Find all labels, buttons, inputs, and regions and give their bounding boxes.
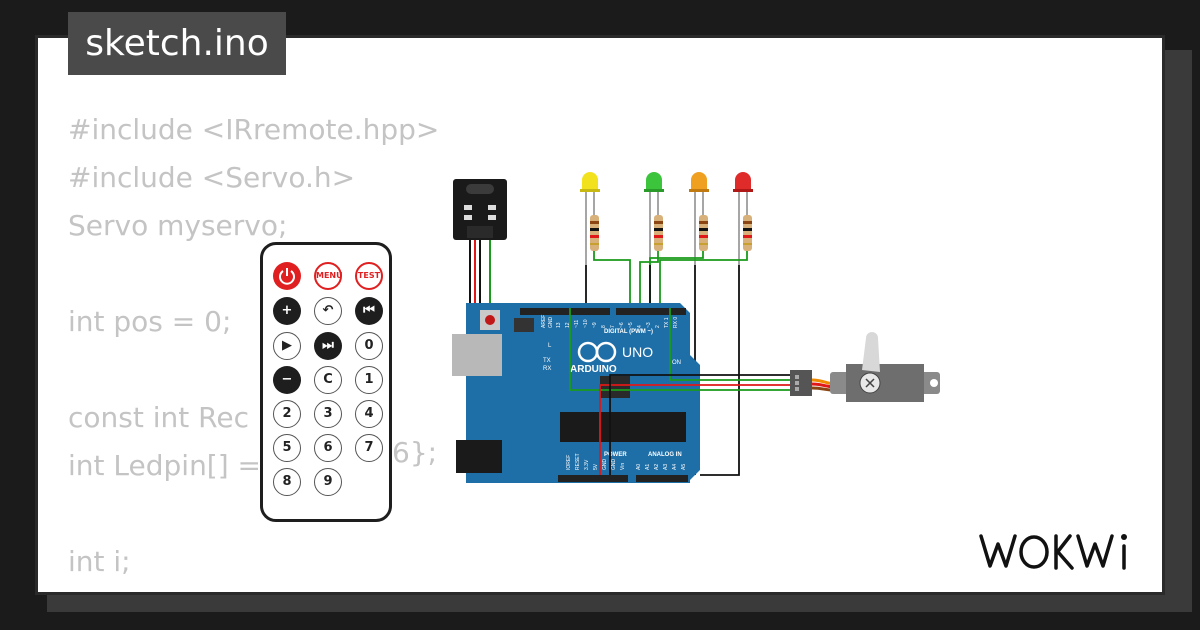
power-label: POWER — [604, 452, 627, 458]
pin-label: 13 — [556, 322, 562, 328]
back-icon[interactable]: ↶ — [314, 297, 342, 325]
pin-label: 3.3V — [584, 459, 590, 470]
pin-label: 4 — [637, 325, 643, 328]
pin-label: ~11 — [574, 320, 580, 328]
pin-label: 12 — [565, 322, 571, 328]
pin-label: GND — [548, 317, 554, 329]
led-red[interactable] — [733, 172, 753, 265]
power-icon[interactable] — [273, 262, 301, 290]
remote-button-6[interactable]: 6 — [314, 434, 342, 462]
pin-label: ~5 — [628, 322, 634, 328]
code-line: const int Rec — [68, 401, 249, 434]
pin-label: ~10 — [583, 319, 589, 328]
pin-label: TX 1 — [664, 317, 670, 328]
led-yellow[interactable] — [580, 172, 600, 265]
code-editor: #include <IRremote.hpp> #include <Servo.… — [68, 106, 439, 586]
arduino-uno[interactable]: UNO ARDUINO DIGITAL (PWM ~) ON L TX RX P… — [452, 303, 700, 483]
code-line: int i; — [68, 545, 131, 578]
pin-label: ~6 — [619, 322, 625, 328]
remote-button-2[interactable]: 2 — [273, 400, 301, 428]
remote-button-4[interactable]: 4 — [355, 400, 383, 428]
resistor[interactable] — [699, 215, 708, 251]
pin-label: RX 0 — [673, 317, 679, 328]
pin-label: AREF — [541, 315, 547, 328]
remote-button-9[interactable]: 9 — [314, 468, 342, 496]
analog-label: ANALOG IN — [648, 452, 682, 458]
remote-button-+[interactable]: + — [273, 297, 301, 325]
led-orange[interactable] — [689, 172, 709, 265]
pin-label: RESET — [575, 453, 581, 470]
on-label: ON — [672, 360, 681, 366]
remote-button-−[interactable]: − — [273, 366, 301, 394]
pin-label: ~3 — [646, 322, 652, 328]
led-green[interactable] — [644, 172, 664, 265]
code-line: #include <Servo.h> — [68, 161, 356, 194]
remote-button-0[interactable]: 0 — [355, 332, 383, 360]
code-line: Servo myservo; — [68, 209, 288, 242]
next-icon[interactable]: ⏭ — [314, 332, 342, 360]
servo-motor[interactable] — [790, 332, 940, 402]
ir-receiver[interactable] — [453, 179, 507, 240]
resistor[interactable] — [590, 215, 599, 251]
pin-label: 8 — [601, 325, 607, 328]
pin-label: IOREF — [566, 455, 572, 470]
pin-label: A0 — [636, 464, 642, 470]
remote-button-3[interactable]: 3 — [314, 400, 342, 428]
tx-label: TX — [543, 358, 551, 364]
pin-label: Vin — [620, 463, 626, 470]
rx-label: RX — [543, 366, 551, 372]
sketch-title[interactable]: sketch.ino — [68, 12, 286, 75]
pin-label: A2 — [654, 464, 660, 470]
pin-label: A3 — [663, 464, 669, 470]
remote-button-7[interactable]: 7 — [355, 434, 383, 462]
remote-button-test[interactable]: TEST — [355, 262, 383, 290]
board-brand: ARDUINO — [570, 364, 617, 375]
play-icon[interactable]: ▶ — [273, 332, 301, 360]
resistor[interactable] — [743, 215, 752, 251]
code-line: #include <IRremote.hpp> — [68, 113, 440, 146]
pin-label: 2 — [655, 325, 661, 328]
remote-button-1[interactable]: 1 — [355, 366, 383, 394]
prev-icon[interactable]: ⏮ — [355, 297, 383, 325]
resistor[interactable] — [654, 215, 663, 251]
wokwi-logo — [979, 534, 1127, 570]
remote-button-menu[interactable]: MENU — [314, 262, 343, 290]
pin-label: A4 — [672, 464, 678, 470]
pin-label: A5 — [681, 464, 687, 470]
board-model: UNO — [622, 344, 653, 360]
pin-label: 7 — [610, 325, 616, 328]
l-led-label: L — [548, 343, 552, 349]
pin-label: A1 — [645, 464, 651, 470]
remote-button-c[interactable]: C — [314, 366, 342, 394]
code-line: int pos = 0; — [68, 305, 232, 338]
code-fragment: 6}; — [392, 436, 438, 469]
pin-label: GND — [611, 459, 617, 471]
code-line: int Ledpin[] = — [68, 449, 262, 482]
pin-label: ~9 — [592, 322, 598, 328]
remote-button-5[interactable]: 5 — [273, 434, 301, 462]
pin-label: GND — [602, 459, 608, 471]
remote-button-8[interactable]: 8 — [273, 468, 301, 496]
pin-label: 5V — [593, 463, 599, 470]
digital-label: DIGITAL (PWM ~) — [604, 329, 653, 335]
